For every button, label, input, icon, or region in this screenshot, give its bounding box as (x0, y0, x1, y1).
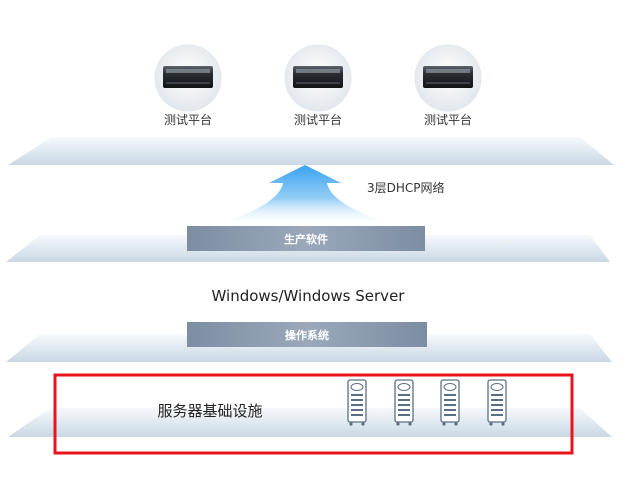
device-bezel (296, 69, 340, 73)
os-bar (187, 322, 427, 347)
rack-foot (442, 422, 446, 426)
rack-foot (361, 422, 365, 426)
software-bar-label: 生产软件 (284, 232, 328, 246)
rack-slot (444, 399, 456, 401)
rack-slot (491, 394, 503, 396)
device-stripe (166, 82, 210, 84)
platform-label-1: 测试平台 (164, 112, 212, 127)
rack-foot (489, 422, 493, 426)
rack-slot (351, 399, 363, 401)
os-plane (6, 334, 612, 362)
rack-slot (398, 409, 410, 411)
device-stripe (296, 82, 340, 84)
rack-slot (491, 409, 503, 411)
rack-slot (444, 409, 456, 411)
device-bezel (426, 69, 470, 73)
rack-slot (444, 414, 456, 416)
infra-label: 服务器基础设施 (157, 402, 262, 420)
os-bar-label: 操作系统 (285, 328, 329, 342)
device-stripe (426, 82, 470, 84)
server-rack-icon-3 (440, 379, 460, 426)
network-arrow (210, 165, 400, 226)
rack-slot (444, 394, 456, 396)
rack-slot (398, 414, 410, 416)
rack-slot (398, 394, 410, 396)
rack-foot (454, 422, 458, 426)
rack-slot (351, 409, 363, 411)
platform-label-2: 测试平台 (294, 112, 342, 127)
network-label: 3层DHCP网络 (367, 180, 445, 195)
server-rack-icon-2 (394, 379, 414, 426)
infra-highlight-box (53, 373, 574, 455)
rack-slot (351, 414, 363, 416)
rack-slot (491, 404, 503, 406)
rack-top-badge (490, 383, 504, 391)
rack-slot (398, 399, 410, 401)
infra-plane (8, 408, 612, 437)
rack-top-badge (397, 383, 411, 391)
server-rack-icon-4 (487, 379, 507, 426)
rack-top-badge (350, 383, 364, 391)
device-bezel (166, 69, 210, 73)
test-platform-1 (154, 44, 222, 112)
platform-label-3: 测试平台 (424, 112, 472, 127)
rack-slot (398, 404, 410, 406)
platform-plane (8, 137, 614, 165)
rack-top-badge (443, 383, 457, 391)
rack-slot (444, 404, 456, 406)
rack-slot (491, 414, 503, 416)
test-platform-2 (284, 44, 352, 112)
software-bar (187, 226, 425, 251)
rack-foot (408, 422, 412, 426)
server-rack-icon-1 (347, 379, 367, 426)
rack-slot (351, 394, 363, 396)
rack-foot (501, 422, 505, 426)
rack-slot (351, 404, 363, 406)
rack-slot (491, 399, 503, 401)
rack-foot (396, 422, 400, 426)
os-name-text: Windows/Windows Server (212, 287, 406, 305)
test-platform-3 (414, 44, 482, 112)
rack-foot (349, 422, 353, 426)
